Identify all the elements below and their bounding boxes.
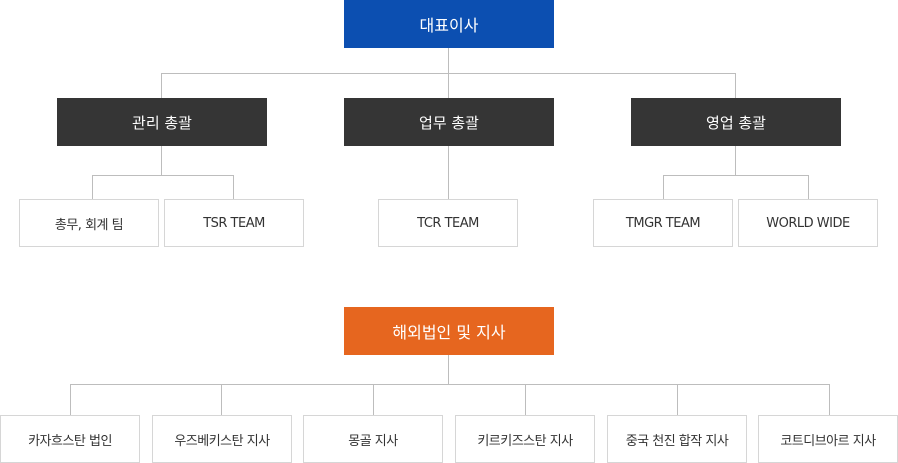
branch-cote-divoire: 코트디브아르 지사 (758, 415, 898, 463)
team-general-accounting: 총무, 회계 팀 (19, 199, 159, 247)
connector-branch-2 (221, 384, 222, 415)
connector-team-1 (92, 175, 93, 199)
overseas-box: 해외법인 및 지사 (344, 307, 554, 355)
ceo-box: 대표이사 (344, 0, 554, 48)
team-tcr: TCR TEAM (378, 199, 518, 247)
connector-team-4 (663, 175, 664, 199)
connector-overseas-down (448, 355, 449, 384)
branch-kazakhstan: 카자흐스탄 법인 (0, 415, 140, 463)
branch-mongolia: 몽골 지사 (303, 415, 443, 463)
team-tsr: TSR TEAM (164, 199, 304, 247)
division-admin-box: 관리 총괄 (57, 98, 267, 146)
connector-branch-5 (677, 384, 678, 415)
connector-division-2 (448, 73, 449, 98)
connector-team-5 (808, 175, 809, 199)
connector-div2-down (448, 146, 449, 199)
team-tmgr: TMGR TEAM (593, 199, 733, 247)
connector-branch-bar (70, 384, 830, 385)
team-world-wide: WORLD WIDE (738, 199, 878, 247)
division-sales-box: 영업 총괄 (631, 98, 841, 146)
connector-div3-bar (663, 175, 809, 176)
connector-div1-down (161, 146, 162, 175)
connector-branch-4 (525, 384, 526, 415)
connector-div3-down (735, 146, 736, 175)
connector-division-3 (735, 73, 736, 98)
connector-team-2 (233, 175, 234, 199)
connector-ceo-down (448, 48, 449, 73)
branch-uzbekistan: 우즈베키스탄 지사 (152, 415, 292, 463)
branch-kyrgyzstan: 키르키즈스탄 지사 (455, 415, 595, 463)
division-operations-box: 업무 총괄 (344, 98, 554, 146)
branch-china-tianjin: 중국 천진 합작 지사 (607, 415, 747, 463)
connector-branch-1 (70, 384, 71, 415)
connector-div1-bar (92, 175, 234, 176)
connector-branch-6 (829, 384, 830, 415)
connector-division-1 (161, 73, 162, 98)
connector-branch-3 (373, 384, 374, 415)
